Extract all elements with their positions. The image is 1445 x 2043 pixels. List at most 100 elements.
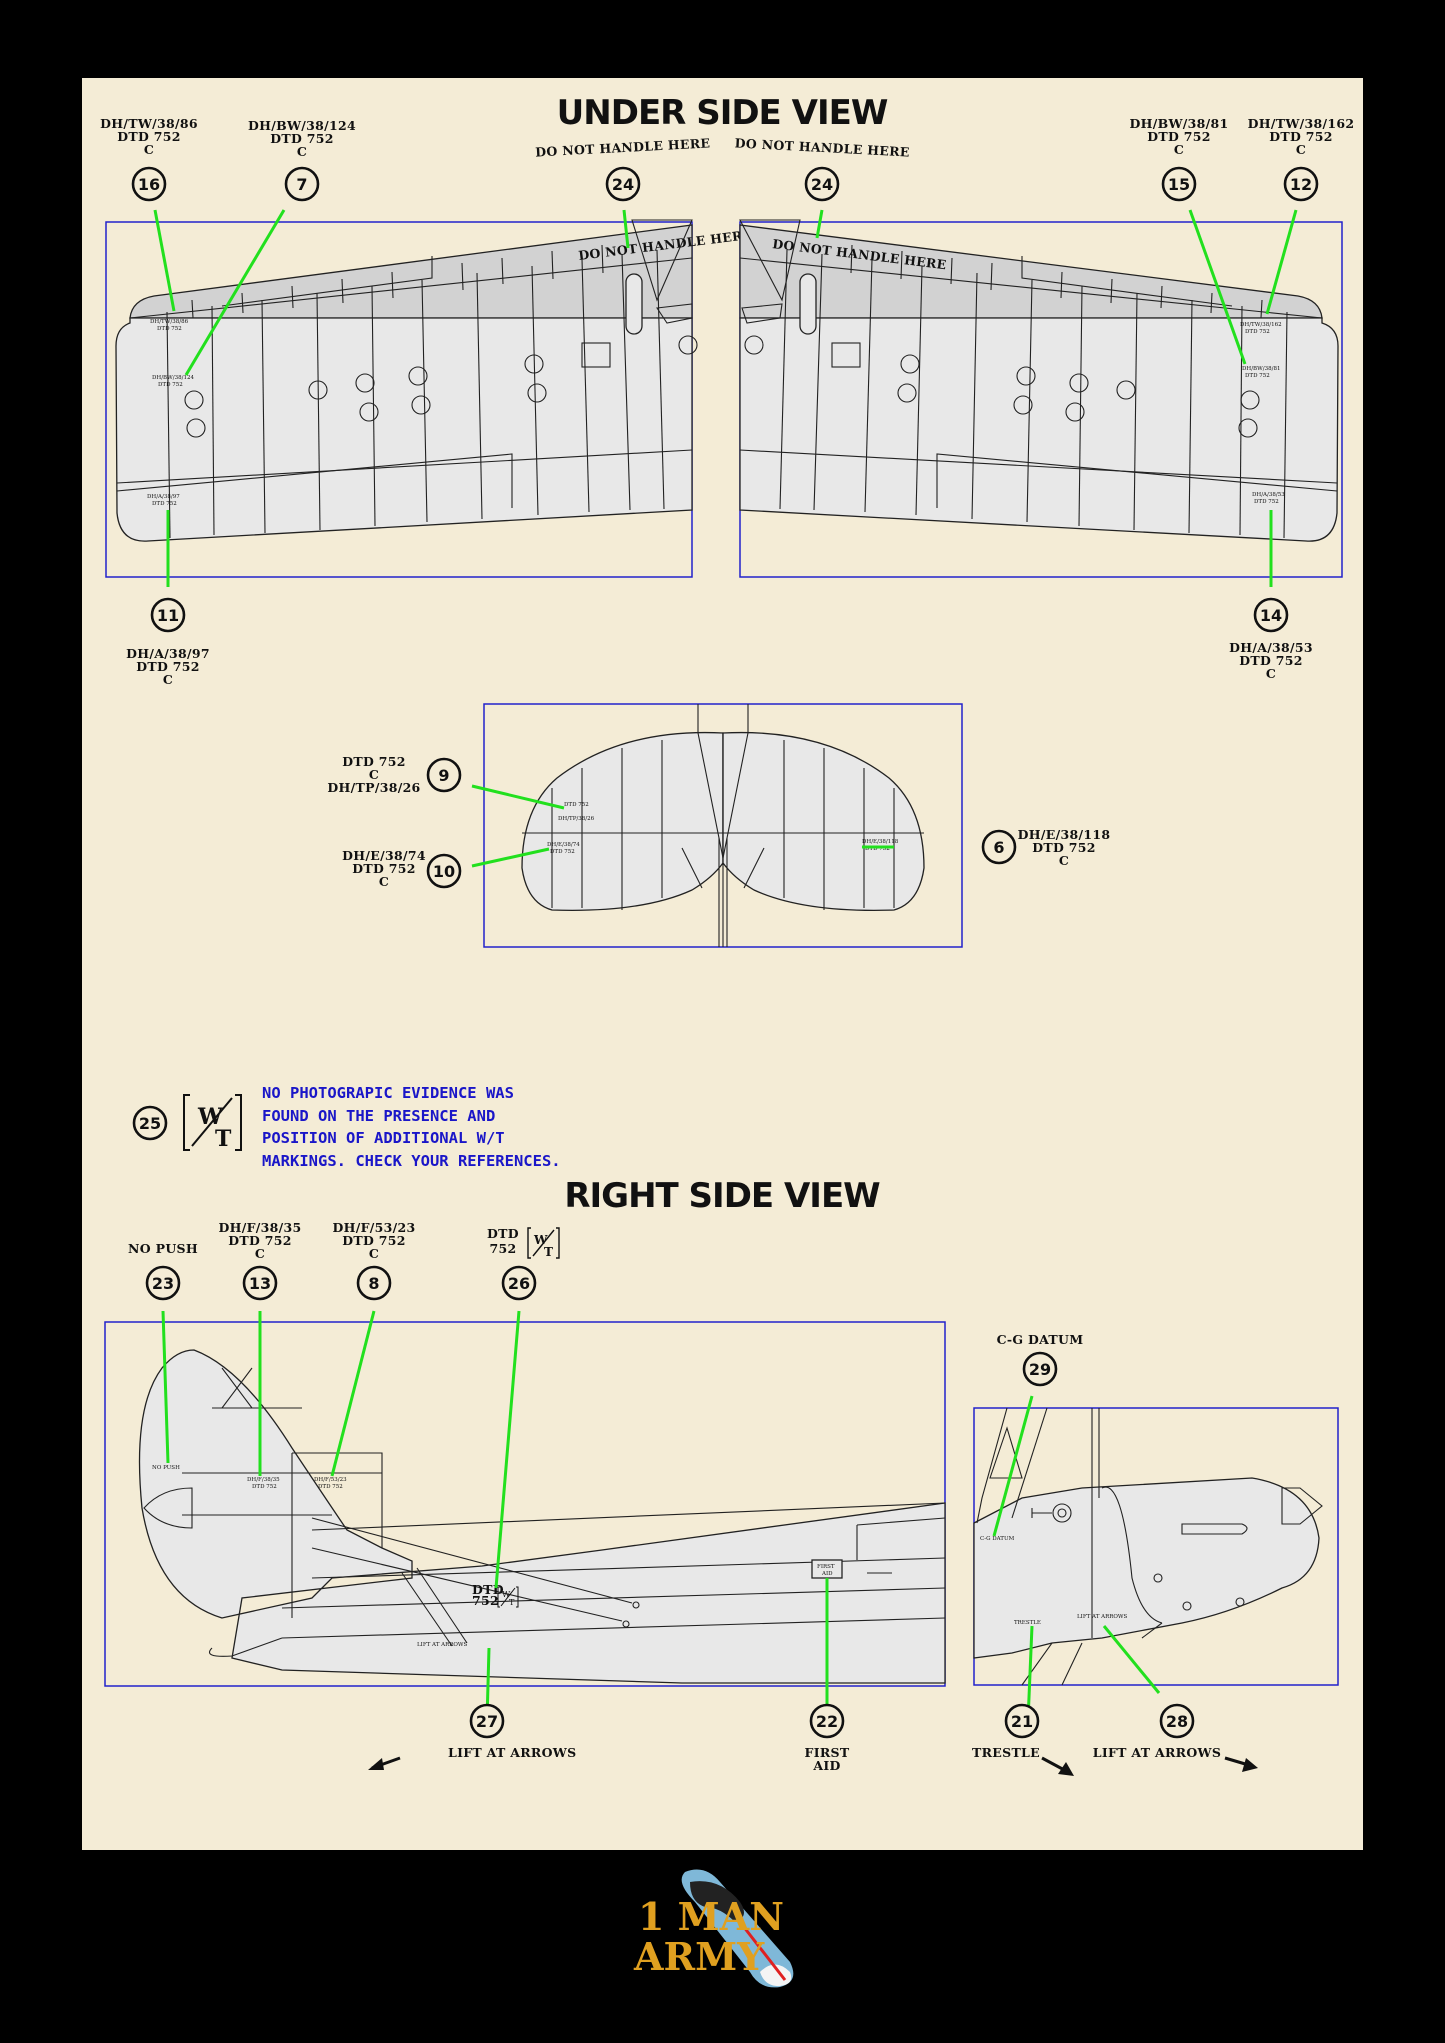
callout-label-line: 752 [490,1241,517,1256]
on-model-lift-28: LIFT AT ARROWS [1077,1614,1128,1620]
logo-eagle-shape [690,1881,744,1922]
callout-badge [501,1265,537,1301]
on-model-cg: C-G DATUM [980,1536,1015,1542]
note-line-4: MARKINGS. CHECK YOUR REFERENCES. [262,1152,561,1170]
tailplane-drawing: DTD 752 DH/TP/38/26 DH/E/38/74 DTD 752 D… [521,704,925,947]
callout-number: 16 [138,175,160,194]
callout-number: 14 [1260,606,1282,625]
callout-badge [242,1265,278,1301]
wt-symbol: W T [183,1094,242,1152]
svg-text:W: W [502,1590,511,1599]
on-model-11: DH/A/38/97 [147,494,180,500]
lift-arrows [368,1756,1258,1776]
callout-label-line: C [163,672,173,687]
callout-badge [284,166,320,202]
callout-badge [1283,166,1319,202]
callout-25: 25 [132,1105,168,1141]
callout-24: 24 DO NOT HANDLE HERE [734,135,910,202]
callout-label-line: TRESTLE [972,1745,1040,1760]
callout-badge [131,166,167,202]
callout-label-line: DH/TP/38/26 [327,780,420,795]
callout-label-line: C [369,767,379,782]
callout-badge [426,853,462,889]
callout-number: 26 [508,1274,530,1293]
callout-badge [809,1703,845,1739]
svg-text:752: 752 [472,1593,499,1608]
callout-number: 24 [612,175,634,194]
callout-label-line: C [369,1246,379,1261]
callout-label-line: DH/TW/38/162 [1248,116,1355,131]
callout-label-line: DH/F/53/23 [332,1220,415,1235]
callout-label-line: DTD 752 [136,659,200,674]
callout-label-line: C [1174,142,1184,157]
svg-text:T: T [544,1245,553,1259]
callout-label-line: AID [812,1758,840,1773]
svg-text:DTD 752: DTD 752 [158,382,183,388]
right-wing-drawing: DH/TW/38/162 DTD 752 DH/BW/38/81 DTD 752… [739,219,1339,542]
callout-badge [605,166,641,202]
fuselage-drawing: FIRST AID NO PUSH DH/F/38/35 DTD 752 DH/… [138,1349,946,1684]
callout-label-line: DTD 752 [1239,653,1303,668]
callout-label-line: DH/A/38/97 [126,646,210,661]
callout-number: 21 [1011,1712,1033,1731]
callout-number: 23 [152,1274,174,1293]
note-line-2: FOUND ON THE PRESENCE AND [262,1107,495,1125]
callout-label-line: DTD 752 [1032,840,1096,855]
callout-badge [1022,1351,1058,1387]
callout-label-line: DH/E/38/74 [342,848,426,863]
callout-number: 10 [433,862,455,881]
callout-label-line: DTD 752 [228,1233,292,1248]
callout-badge [981,829,1017,865]
callout-label-line: DO NOT HANDLE HERE [734,135,910,159]
under-side-title: UNDER SIDE VIEW [557,93,888,133]
svg-text:DH/TP/38/26: DH/TP/38/26 [558,816,595,822]
on-model-first-aid: FIRST [817,1564,835,1570]
svg-text:DTD 752: DTD 752 [157,326,182,332]
on-model-lift-27: LIFT AT ARROWS [417,1642,468,1648]
callout-number: 25 [139,1114,161,1133]
callout-number: 9 [438,766,449,785]
on-model-9: DTD 752 [564,802,589,808]
on-model-16: DH/TW/38/86 [150,319,189,325]
callout-label-line: C [1266,666,1276,681]
nose-drawing: C-G DATUM TRESTLE LIFT AT ARROWS [973,1407,1323,1686]
callout-number: 28 [1166,1712,1188,1731]
note-line-1: NO PHOTOGRAPIC EVIDENCE WAS [262,1084,514,1102]
callout-label-line: C [379,874,389,889]
svg-text:DTD 752: DTD 752 [318,1484,343,1490]
svg-text:T: T [509,1598,515,1607]
callout-29: 29C-G DATUM [997,1332,1083,1387]
callout-number: 24 [811,175,833,194]
on-model-14: DH/A/38/53 [1252,492,1285,498]
callout-badge [1004,1703,1040,1739]
svg-text:DTD 752: DTD 752 [252,1484,277,1490]
on-model-trestle: TRESTLE [1014,1620,1041,1626]
callout-label-line: C [1059,853,1069,868]
on-model-13: DH/F/38/35 [247,1477,280,1483]
svg-text:DTD 752: DTD 752 [1245,373,1270,379]
callout-label-line: C [144,142,154,157]
leader-lines [153,209,1298,1722]
on-model-no-push: NO PUSH [152,1465,180,1471]
callout-label-line: DH/BW/38/81 [1129,116,1228,131]
svg-text:AID: AID [821,1571,833,1577]
svg-text:DTD 752: DTD 752 [550,849,575,855]
callout-number: 6 [993,838,1004,857]
callout-badge [1159,1703,1195,1739]
logo-art: 1 MAN ARMY [633,1869,794,1988]
callout-number: 12 [1290,175,1312,194]
note-line-3: POSITION OF ADDITIONAL W/T [262,1129,505,1147]
callout-label-line: C [297,144,307,159]
callout-label-line: DH/A/38/53 [1229,640,1313,655]
callout-label-line: DTD [487,1226,519,1241]
